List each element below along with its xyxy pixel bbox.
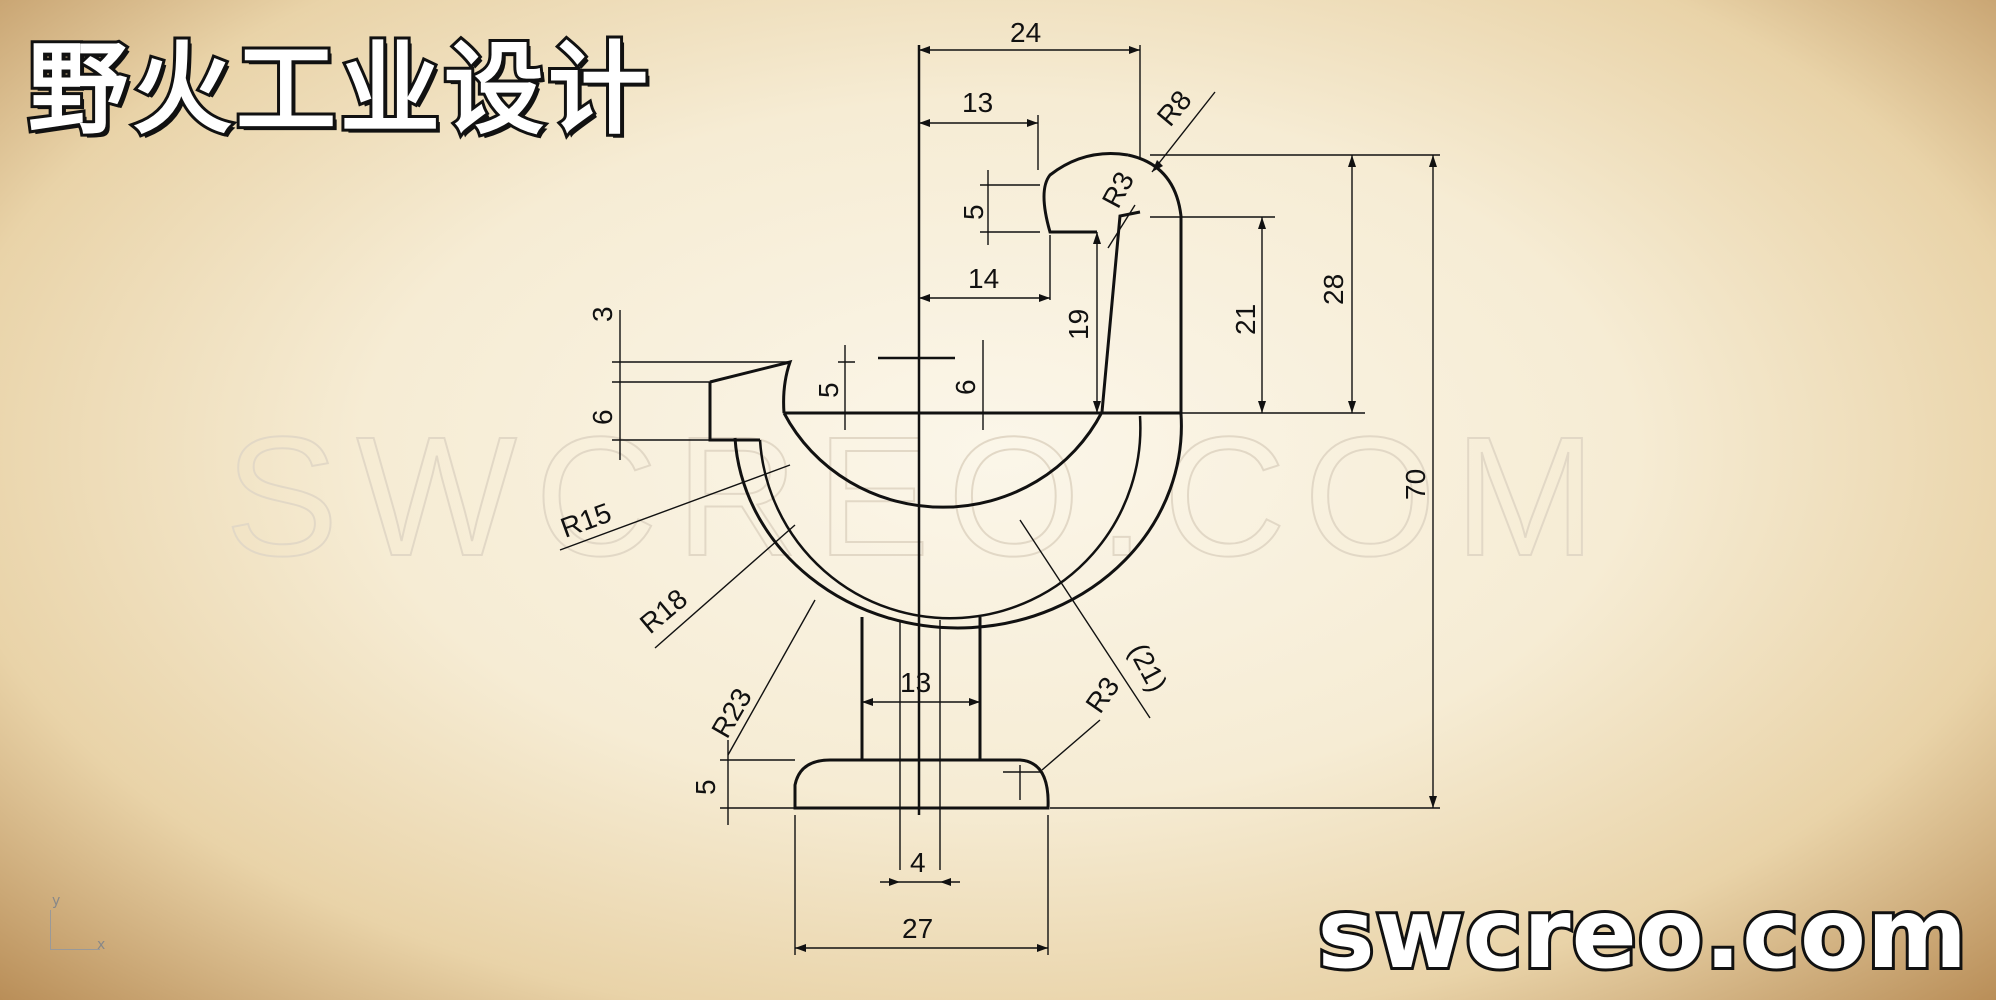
dim-5-bottom: 5	[690, 779, 721, 795]
dim-3: 3	[587, 306, 618, 322]
dim-r23: R23	[705, 683, 758, 743]
dim-r3-top: R3	[1096, 167, 1140, 213]
header-title: 野火工业设计	[25, 27, 652, 151]
dim-13-stem: 13	[900, 667, 931, 698]
axis-y-label: y	[52, 893, 61, 909]
axis-x-label: x	[97, 937, 106, 953]
coordinate-axis-icon	[50, 910, 100, 950]
dim-21: 21	[1230, 304, 1261, 335]
watermark-text: SWCREO.COM	[225, 402, 1614, 592]
dim-14: 14	[968, 263, 999, 294]
middle-arc-r18	[758, 415, 1142, 620]
dim-5-top: 5	[958, 204, 989, 220]
dimension-lines	[559, 45, 1440, 955]
dim-13-top: 13	[962, 87, 993, 118]
hook-inner-edge	[1100, 210, 1141, 413]
dim-r3-bottom: R3	[1080, 671, 1126, 718]
outer-arc-r23	[733, 153, 1183, 630]
dim-5-left: 5	[813, 382, 844, 398]
dim-6-mid: 6	[950, 379, 981, 395]
dim-r8: R8	[1151, 85, 1198, 132]
dim-24: 24	[1010, 17, 1041, 48]
inner-arc-r15	[782, 411, 1104, 509]
dim-4: 4	[910, 847, 926, 878]
base-plate	[793, 758, 1050, 810]
brand-logo-text: swcreo.com	[1315, 875, 1970, 993]
dim-70: 70	[1400, 469, 1431, 500]
dim-28: 28	[1318, 274, 1349, 305]
dim-27: 27	[902, 913, 933, 944]
arrowheads	[795, 46, 1437, 952]
hook-top-arc	[1042, 152, 1129, 234]
dim-6-left: 6	[587, 409, 618, 425]
dim-19: 19	[1063, 309, 1094, 340]
